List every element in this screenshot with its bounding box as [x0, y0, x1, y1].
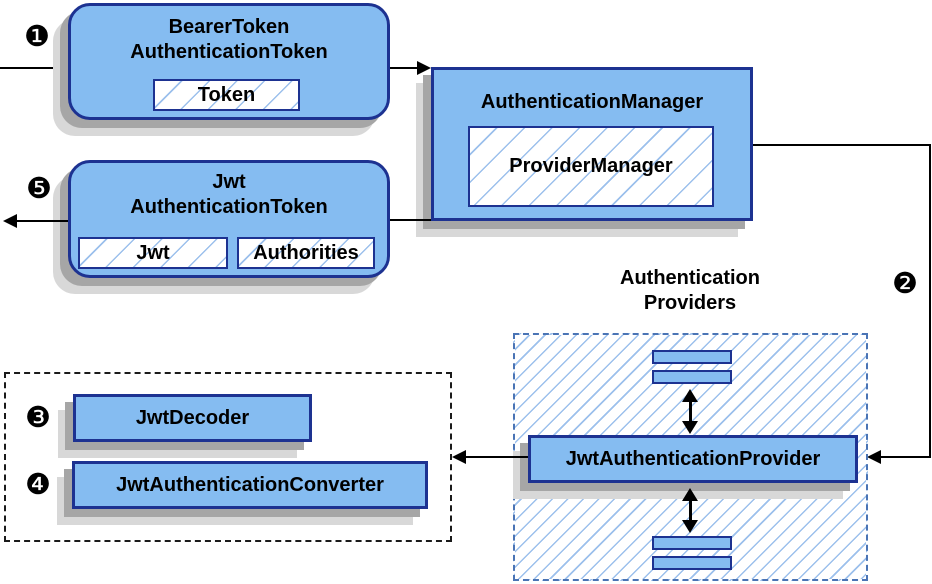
- double-arrow-line: [689, 498, 692, 523]
- provider-bar: [652, 556, 732, 570]
- step-5-badge: ❺: [26, 173, 52, 205]
- authentication-manager-node: AuthenticationManager ProviderManager: [431, 67, 753, 221]
- step-2-arrowhead-icon: [867, 450, 881, 464]
- jwt-authentication-provider-node: JwtAuthenticationProvider: [528, 435, 858, 483]
- provider-manager-box: ProviderManager: [468, 126, 714, 207]
- authentication-providers-label: Authentication Providers: [620, 267, 760, 314]
- jwt-token-node-title: Jwt AuthenticationToken: [130, 171, 328, 218]
- step-4-badge: ❹: [25, 469, 51, 501]
- bearer-token-authentication-token-node: BearerToken AuthenticationToken Token: [68, 3, 390, 120]
- authentication-manager-title: AuthenticationManager: [480, 91, 704, 113]
- authorities-chip: Authorities: [237, 237, 375, 269]
- double-arrow-down-icon: [682, 421, 698, 434]
- provider-bar: [652, 536, 732, 550]
- double-arrow-up-icon: [682, 389, 698, 402]
- double-arrow-up-icon: [682, 488, 698, 501]
- manager-to-jwt-token-line: [387, 219, 431, 221]
- jwt-decoder-node: JwtDecoder: [73, 394, 312, 442]
- bearer-token-node-title: BearerToken AuthenticationToken: [130, 16, 328, 63]
- bearer-to-manager-arrowhead-icon: [417, 61, 431, 75]
- step-2-line-top: [753, 144, 931, 146]
- step-1-badge: ❶: [24, 21, 50, 53]
- jwt-authentication-token-node: Jwt AuthenticationToken Jwt Authorities: [68, 160, 390, 278]
- step-2-badge: ❷: [892, 268, 918, 300]
- provider-bar: [652, 370, 732, 384]
- bearer-to-manager-arrow-line: [390, 67, 418, 69]
- token-chip: Token: [153, 79, 300, 111]
- provider-to-resolver-arrow-line: [466, 456, 528, 458]
- step-3-badge: ❸: [25, 402, 51, 434]
- double-arrow-line: [689, 399, 692, 424]
- step-5-arrowhead-icon: [3, 214, 17, 228]
- step-2-line-bottom: [880, 456, 931, 458]
- jwt-authentication-converter-node: JwtAuthenticationConverter: [72, 461, 428, 509]
- jwt-chip: Jwt: [78, 237, 228, 269]
- step-1-arrow-line: [0, 67, 68, 69]
- provider-bar: [652, 350, 732, 364]
- step-5-arrow-line: [15, 220, 68, 222]
- provider-to-resolver-arrowhead-icon: [452, 450, 466, 464]
- double-arrow-down-icon: [682, 520, 698, 533]
- step-2-line-right: [929, 144, 931, 458]
